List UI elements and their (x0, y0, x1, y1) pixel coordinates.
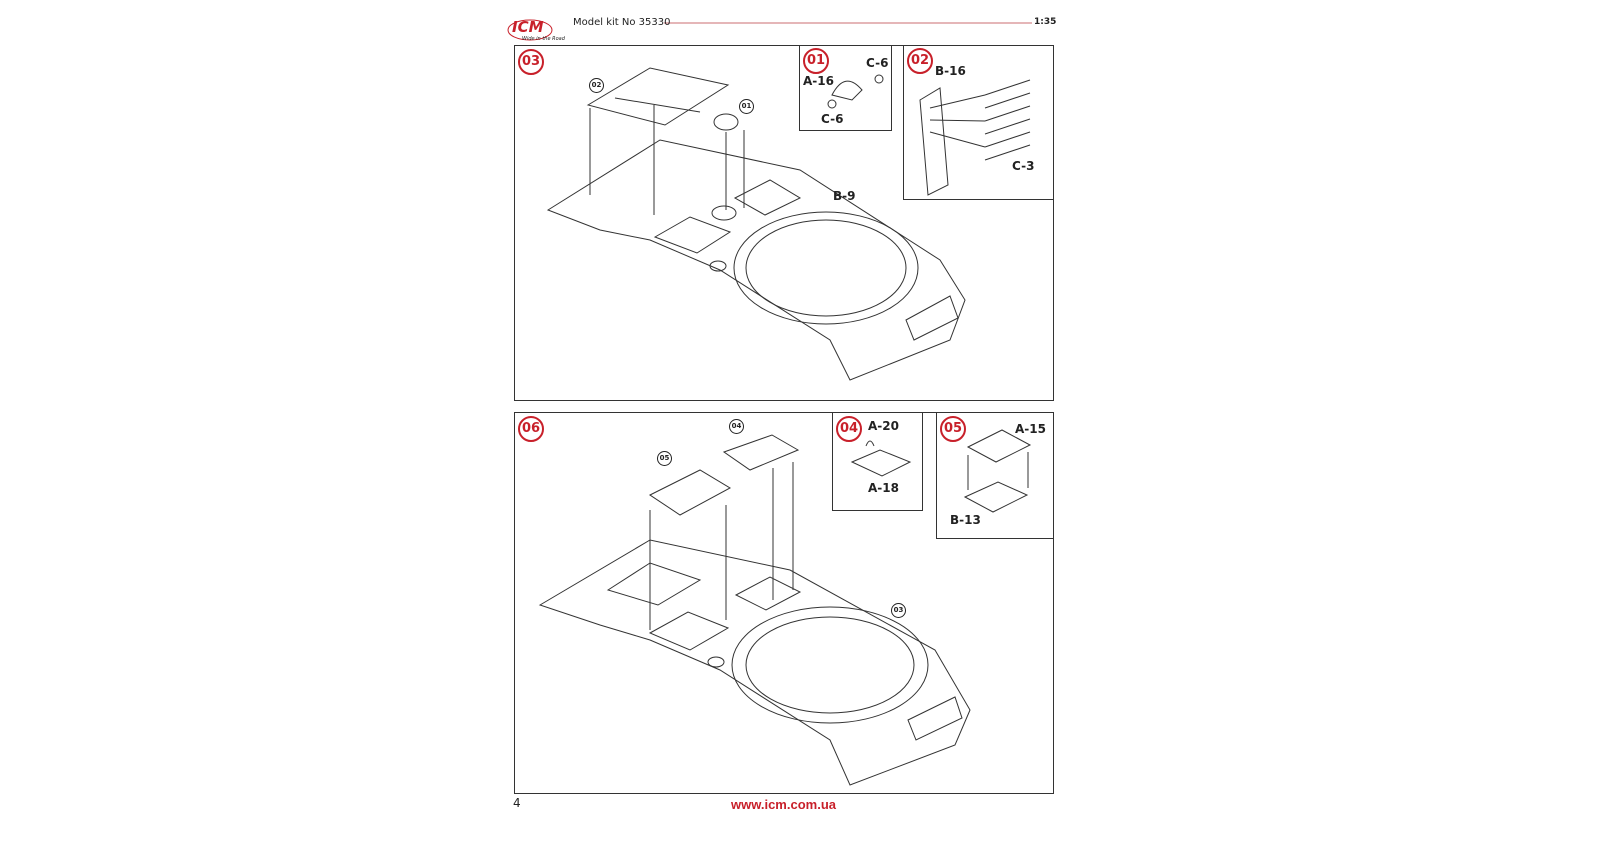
slats (984, 79, 1031, 161)
kit-number: Model kit No 35330 (573, 17, 671, 28)
scale: 1:35 (1034, 17, 1057, 27)
part-label: A-18 (868, 481, 899, 495)
part-label: C-3 (1012, 159, 1035, 173)
brand-name: ICM (512, 18, 544, 36)
sub-step-badge: 01 (739, 99, 754, 114)
part-label: B-16 (935, 64, 966, 78)
part-label: B-9 (833, 189, 856, 203)
part-label: A-20 (868, 419, 899, 433)
sub-step-badge: 05 (657, 451, 672, 466)
step-badge: 06 (518, 416, 544, 442)
brand-logo: ICM (512, 18, 544, 36)
step-badge: 03 (518, 49, 544, 75)
panel-step-03 (514, 45, 1054, 401)
sub-step-badge: 02 (589, 78, 604, 93)
brand-tagline: Wide in the Road (522, 36, 565, 42)
inset-step-01 (799, 45, 892, 131)
part-label: A-15 (1015, 422, 1046, 436)
website-link[interactable]: www.icm.com.ua (731, 797, 836, 812)
step-badge: 04 (836, 416, 862, 442)
part-label: C-6 (821, 112, 844, 126)
part-label: C-6 (866, 56, 889, 70)
page-number: 4 (513, 796, 521, 810)
inset-step-05 (936, 412, 1054, 539)
sub-step-badge: 04 (729, 419, 744, 434)
hull-drawing-a (546, 67, 966, 381)
step-badge: 01 (803, 48, 829, 74)
step-badge: 02 (907, 48, 933, 74)
inset-step-04 (832, 412, 923, 511)
hull-drawing-b (538, 434, 971, 786)
step-badge: 05 (940, 416, 966, 442)
icm-logo-swoosh (507, 19, 553, 41)
part-label: B-13 (950, 513, 981, 527)
inset-step-02 (903, 45, 1054, 200)
sub-step-badge: 03 (891, 603, 906, 618)
panel-step-06 (514, 412, 1054, 794)
part-label: A-16 (803, 74, 834, 88)
